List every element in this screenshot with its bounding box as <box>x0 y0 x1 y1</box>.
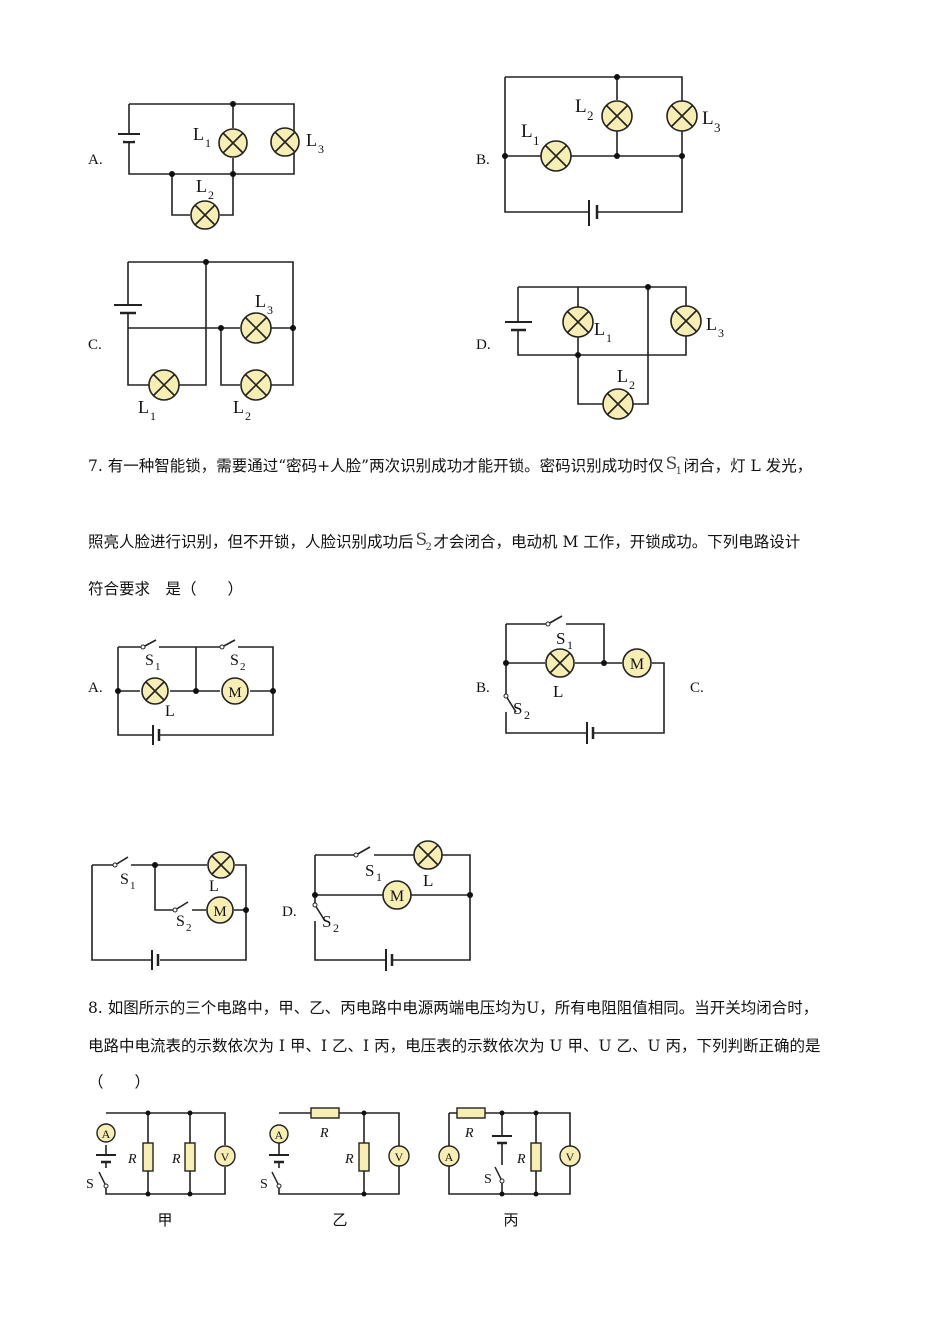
svg-text:1: 1 <box>606 331 612 345</box>
svg-text:M: M <box>228 685 241 701</box>
svg-text:A: A <box>275 1128 284 1142</box>
svg-text:1: 1 <box>567 638 573 652</box>
svg-text:2: 2 <box>524 708 530 722</box>
svg-text:3: 3 <box>318 142 324 156</box>
svg-text:S: S <box>365 861 374 880</box>
svg-text:L: L <box>233 397 244 417</box>
svg-text:2: 2 <box>629 378 635 392</box>
svg-text:L: L <box>702 108 714 129</box>
svg-text:M: M <box>213 904 226 920</box>
svg-text:1: 1 <box>533 133 540 148</box>
svg-text:R: R <box>464 1126 474 1141</box>
q7-line-1: 7. 有一种智能锁，需要通过“密码+人脸”两次识别成功才能开锁。密码识别成功时仅… <box>88 454 813 477</box>
svg-text:R: R <box>344 1152 354 1167</box>
svg-text:A: A <box>102 1127 111 1141</box>
q8-line-2: 电路中电流表的示数依次为 I 甲、I 乙、I 丙，电压表的示数依次为 U 甲、U… <box>88 1037 821 1055</box>
svg-text:L: L <box>575 96 587 117</box>
svg-text:L: L <box>193 124 204 144</box>
question-number: 7. <box>88 457 103 475</box>
svg-text:L: L <box>617 366 628 386</box>
svg-text:S: S <box>86 1177 94 1192</box>
q7-option-a: A. <box>88 680 103 696</box>
svg-text:L: L <box>706 314 717 334</box>
svg-text:S: S <box>260 1177 268 1192</box>
lamp-icon <box>190 200 220 230</box>
q7-option-c: C. <box>690 680 704 696</box>
svg-text:M: M <box>630 656 644 673</box>
svg-text:V: V <box>221 1150 230 1164</box>
svg-text:2: 2 <box>245 409 251 423</box>
svg-text:2: 2 <box>240 661 246 673</box>
svg-text:3: 3 <box>267 303 273 317</box>
svg-text:L: L <box>209 878 219 895</box>
q8-line-3: （ ） <box>88 1073 151 1091</box>
lamp-icon <box>218 128 248 158</box>
q7-option-b: B. <box>476 680 490 696</box>
question-number: 8. <box>88 999 103 1017</box>
svg-text:M: M <box>390 888 404 905</box>
svg-text:S: S <box>176 913 185 930</box>
svg-text:2: 2 <box>333 921 339 935</box>
svg-text:3: 3 <box>718 326 724 340</box>
q7-option-d: D. <box>282 904 297 920</box>
svg-text:S: S <box>322 912 331 931</box>
svg-text:S: S <box>120 871 129 888</box>
svg-text:S: S <box>556 629 565 648</box>
svg-text:2: 2 <box>208 188 214 202</box>
svg-text:甲: 甲 <box>157 1213 172 1229</box>
svg-text:1: 1 <box>376 870 382 884</box>
q6-option-d: D. <box>476 337 491 353</box>
svg-text:3: 3 <box>714 120 721 135</box>
svg-text:L: L <box>196 176 207 196</box>
svg-text:R: R <box>319 1126 329 1141</box>
svg-text:L: L <box>255 291 266 311</box>
svg-text:A: A <box>445 1150 454 1164</box>
svg-text:S: S <box>484 1172 492 1187</box>
svg-text:1: 1 <box>205 136 211 150</box>
svg-text:2: 2 <box>587 108 594 123</box>
svg-text:L: L <box>521 121 533 142</box>
svg-text:V: V <box>566 1150 575 1164</box>
svg-text:1: 1 <box>150 409 156 423</box>
svg-text:2: 2 <box>186 922 192 934</box>
svg-text:L: L <box>423 871 433 890</box>
q6-option-c: C. <box>88 337 102 353</box>
lamp-icon <box>270 127 300 157</box>
svg-text:1: 1 <box>130 880 136 892</box>
q8-line-1: 8. 如图所示的三个电路中，甲、乙、丙电路中电源两端电压均为U，所有电阻阻值相同… <box>88 999 819 1017</box>
svg-text:L: L <box>138 397 149 417</box>
svg-text:S: S <box>145 652 154 669</box>
svg-text:R: R <box>516 1152 526 1167</box>
svg-text:L: L <box>553 682 563 701</box>
svg-text:S: S <box>230 652 239 669</box>
svg-text:1: 1 <box>155 661 161 673</box>
svg-text:L: L <box>165 703 175 720</box>
svg-text:V: V <box>395 1150 404 1164</box>
svg-text:R: R <box>171 1152 181 1167</box>
svg-text:丙: 丙 <box>503 1213 518 1229</box>
q6-option-a: A. <box>88 152 103 168</box>
svg-text:L: L <box>594 319 605 339</box>
svg-text:乙: 乙 <box>332 1213 347 1229</box>
q6-option-b: B. <box>476 152 490 168</box>
svg-text:R: R <box>127 1152 137 1167</box>
q7-line-3: 符合要求 是（ ） <box>88 580 244 598</box>
svg-text:S: S <box>513 699 522 718</box>
svg-text:L: L <box>306 130 317 150</box>
